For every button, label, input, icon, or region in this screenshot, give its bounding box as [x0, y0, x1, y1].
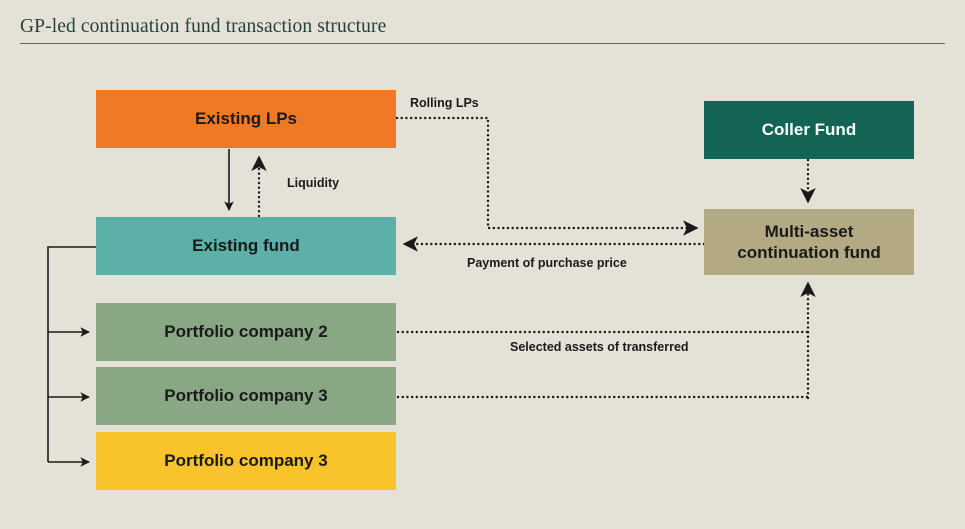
- edge-label-rolling-lps: Rolling LPs: [410, 96, 479, 110]
- node-portfolio-company-3a[interactable]: Portfolio company 3: [96, 367, 396, 425]
- title-divider: [20, 43, 945, 44]
- node-portfolio-company-2[interactable]: Portfolio company 2: [96, 303, 396, 361]
- edge-rolling-lps-line: [395, 116, 699, 236]
- edge-label-selected-assets: Selected assets of transferred: [510, 340, 689, 354]
- node-existing-lps[interactable]: Existing LPs: [96, 90, 396, 148]
- node-multi-asset-continuation-fund[interactable]: Multi-asset continuation fund: [704, 209, 914, 275]
- edge-label-liquidity: Liquidity: [287, 176, 340, 190]
- page-title: GP-led continuation fund transaction str…: [20, 16, 387, 37]
- edge-fund-to-portfolio-bracket: [47, 246, 96, 462]
- edge-label-payment-of-purchase-price: Payment of purchase price: [467, 256, 627, 270]
- node-portfolio-company-3b[interactable]: Portfolio company 3: [96, 432, 396, 490]
- continuation-fund-label-line-1: Multi-asset: [764, 221, 854, 241]
- continuation-fund-label-line-2: continuation fund: [737, 243, 881, 262]
- node-existing-fund[interactable]: Existing fund: [96, 217, 396, 275]
- node-coller-fund[interactable]: Coller Fund: [704, 101, 914, 159]
